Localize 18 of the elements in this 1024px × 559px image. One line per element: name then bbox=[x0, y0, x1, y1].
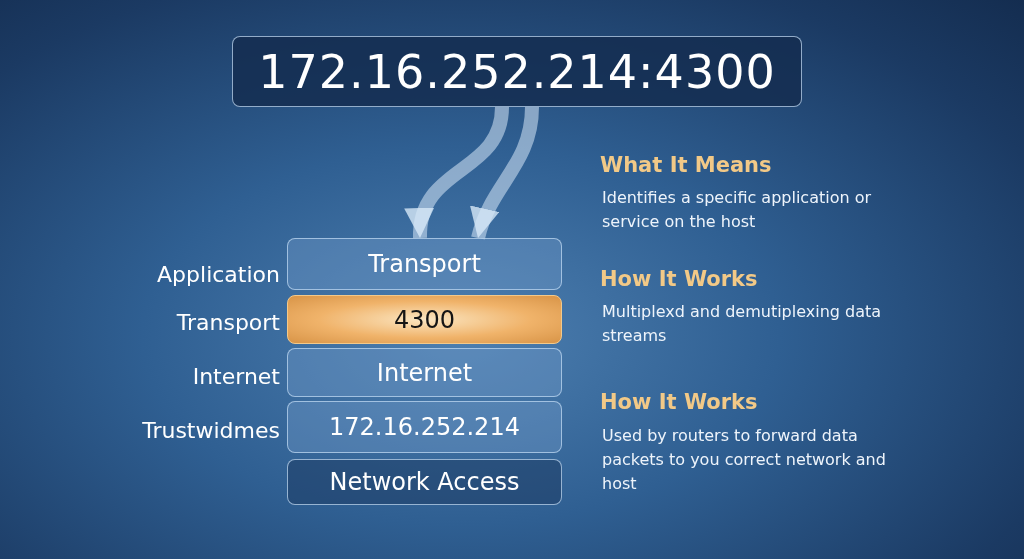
layer-label: Internet bbox=[192, 364, 280, 389]
address-box: 172.16.252.214:4300 bbox=[232, 36, 802, 107]
layer-box: 172.16.252.214 bbox=[287, 401, 562, 453]
layer-box: Internet bbox=[287, 348, 562, 397]
section-heading: How It Works bbox=[600, 390, 758, 414]
curved-arrow bbox=[407, 106, 509, 239]
description-text: Used by routers to forward data packets to you correct network and host bbox=[602, 425, 887, 495]
description-text: Multiplexd and demutiplexing data streams bbox=[602, 301, 883, 347]
layer-box: Transport bbox=[287, 238, 562, 290]
layer-label: Transport bbox=[176, 310, 280, 335]
description-text: Identifies a specific application or service on the host bbox=[602, 187, 873, 233]
layer-label: Application bbox=[157, 262, 280, 287]
layer-box: Network Access bbox=[287, 459, 562, 505]
curved-arrow bbox=[471, 106, 539, 240]
layer-label: Trustwidmes bbox=[142, 418, 280, 443]
section-heading: How It Works bbox=[600, 267, 758, 291]
section-heading: What It Means bbox=[600, 153, 772, 177]
highlighted-layer-box: 4300 bbox=[287, 295, 562, 344]
